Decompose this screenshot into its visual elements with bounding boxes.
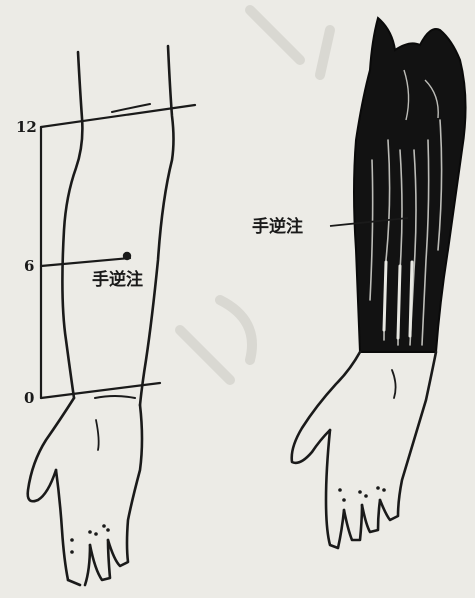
left-arm [28,46,195,585]
right-hand-outline [292,352,436,548]
scale-label-12: 12 [16,120,37,135]
right-acupoint-label: 手逆注 [252,219,303,236]
scale-label-0: 0 [24,391,34,406]
scale-label-6: 6 [24,259,34,274]
right-arm [292,18,466,548]
left-hand-outline [28,398,142,585]
background-texture [180,10,330,380]
elbow-crease [112,104,150,112]
right-finger-joint-marks [338,486,386,502]
left-forearm-outline [62,46,173,405]
wrist-crease [95,396,135,398]
acupoint-dot [123,252,131,260]
left-acupoint-label: 手逆注 [92,272,143,289]
